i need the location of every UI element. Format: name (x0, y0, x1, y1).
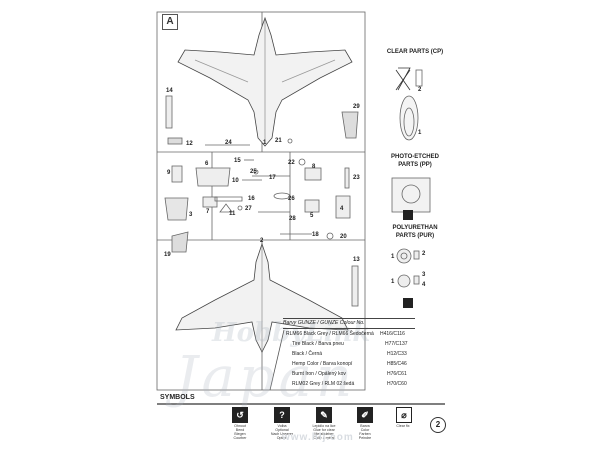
part-label-6: 6 (205, 161, 209, 167)
paint-row-name: Hemp Color / Barva konopí (292, 361, 353, 367)
paint-row-name: Tire Black / Barva pneu (292, 341, 344, 347)
symbol-glue-text: Lepidlo na lice Glue for clear Metallkle… (312, 424, 336, 441)
part-label-26: 26 (288, 196, 295, 202)
part-label-17: 17 (269, 175, 276, 181)
part-label-20: 20 (340, 234, 347, 240)
part-label-22: 22 (288, 160, 295, 166)
part-label-1: 1 (263, 140, 267, 146)
part-label-29: 29 (353, 104, 360, 110)
part-label-5: 5 (310, 213, 314, 219)
watermark-brand: HobbyLink (212, 318, 371, 348)
paint-row-name: Black / Černá (292, 351, 323, 357)
pur-label-1b: 1 (391, 279, 395, 285)
part-label-27: 27 (245, 206, 252, 212)
part-label-11: 11 (229, 211, 236, 217)
part-label-14: 14 (166, 88, 173, 94)
part-label-15: 15 (234, 158, 241, 164)
paint-icon: ✐ (357, 407, 373, 423)
watermark-url: www.hlj.com (282, 432, 354, 443)
sheet-letter: A (162, 14, 178, 30)
sprue-frame (156, 11, 366, 391)
clear-fix-icon: ⌀ (396, 407, 412, 423)
glue-icon: ✎ (316, 407, 332, 423)
symbol-paint-text: Barva Color Farben Peindre (358, 424, 372, 441)
symbols-title: SYMBOLS (160, 394, 195, 401)
pur-label-4: 4 (422, 282, 426, 288)
page-number: 2 (430, 417, 446, 433)
polyurethan-title-1: POLYURETHAN (392, 225, 438, 231)
part-label-19: 19 (164, 252, 171, 258)
paint-row-name: RLM66 Black Grey / RLM66 Šedočerná (286, 331, 374, 337)
polyurethan-title-2: PARTS (PUR) (395, 233, 435, 239)
pur-label-1a: 1 (391, 254, 395, 260)
part-label-28: 28 (289, 216, 296, 222)
part-label-13: 13 (353, 257, 360, 263)
optional-icon: ? (274, 407, 290, 423)
part-label-2: 2 (260, 238, 264, 244)
paint-row-code: H416/C116 (380, 331, 405, 337)
part-label-25: 25 (250, 169, 257, 175)
symbol-clear-fix-text: Clear fix (396, 424, 410, 428)
part-label-10: 10 (232, 178, 239, 184)
paint-row-code: H85/C46 (387, 361, 407, 367)
paint-row-code: H76/C61 (387, 371, 407, 377)
part-label-9: 9 (167, 170, 171, 176)
pur-label-3: 3 (422, 272, 426, 278)
pur-symbol-icon (403, 298, 413, 308)
paint-table-header: Barvy GUNZE / GUNZE Colour No. (283, 318, 415, 329)
bend-icon: ↺ (232, 407, 248, 423)
symbol-bend-text: Ohnout Bend Biegen Courber (233, 424, 247, 441)
part-label-23: 23 (353, 175, 360, 181)
photo-etched-title-1: PHOTO-ETCHED (391, 154, 439, 160)
clear-parts-title: CLEAR PARTS (CP) (386, 49, 444, 55)
part-label-18: 18 (312, 232, 319, 238)
clear-part-label-1: 1 (418, 130, 422, 136)
symbol-optional-text: Volba Optional Nach Unserer Option (270, 424, 294, 441)
watermark-script: Japan (175, 345, 357, 410)
photo-etched-title-2: PARTS (PP) (398, 162, 432, 168)
part-label-16: 16 (248, 196, 255, 202)
paint-row-code: H70/C60 (387, 381, 407, 387)
paint-row-name: RLM02 Grey / RLM 02 šedá (292, 381, 355, 387)
part-label-3: 3 (189, 212, 193, 218)
clear-part-label-2: 2 (418, 87, 422, 93)
paint-row-name: Burnt Iron / Opálený kov (292, 371, 346, 377)
paint-row-code: H77/C137 (385, 341, 408, 347)
part-label-4: 4 (340, 206, 344, 212)
paint-row-code: H12/C33 (387, 351, 407, 357)
part-label-7: 7 (206, 209, 210, 215)
part-label-12: 12 (186, 141, 193, 147)
part-label-24: 24 (225, 140, 232, 146)
pur-label-2: 2 (422, 251, 426, 257)
pp-symbol-icon (403, 210, 413, 220)
part-label-21: 21 (275, 138, 282, 144)
part-label-8: 8 (312, 164, 316, 170)
